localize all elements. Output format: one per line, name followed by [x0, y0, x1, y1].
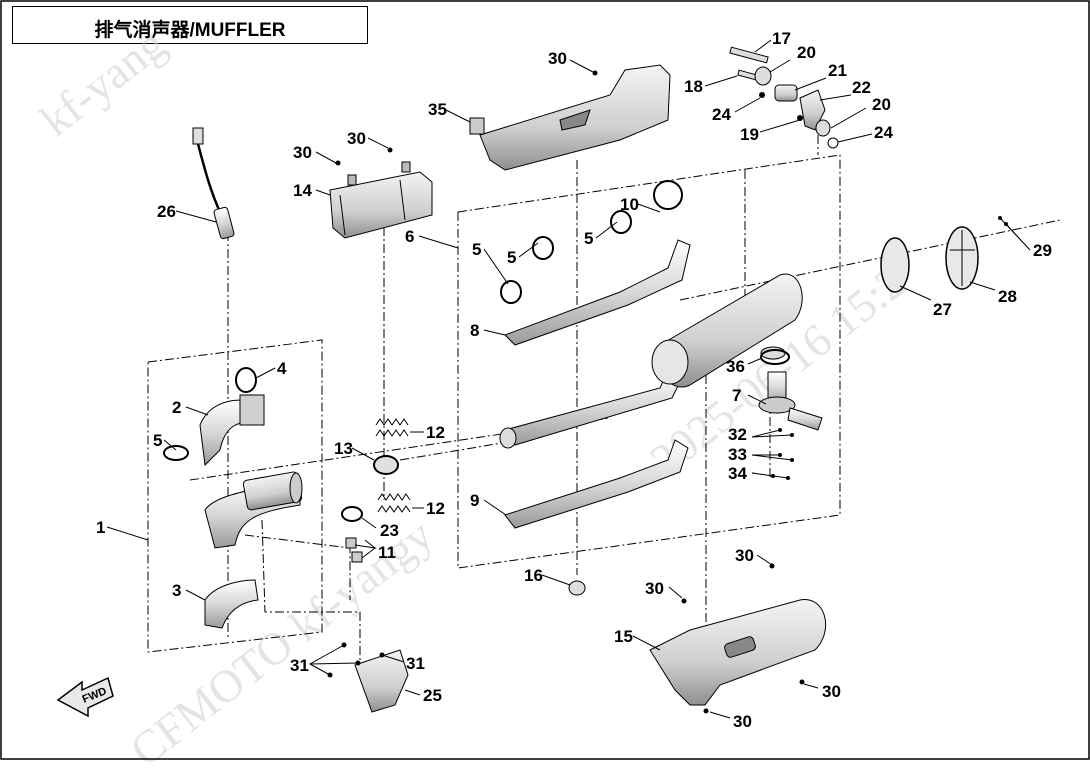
muffler-body: [651, 273, 823, 431]
exploded-view: FWD: [0, 0, 1090, 760]
callout-30-a: 30: [548, 49, 567, 68]
callout-31-left: 31: [290, 656, 309, 675]
rubber-grommet: [568, 580, 586, 596]
rear-header-elbow: [204, 579, 259, 629]
callout-labels: 1 2 3 4 5 5 5 5 6 7 8 9 10 11 12 12 13 1…: [96, 29, 1052, 731]
callout-23: 23: [380, 521, 399, 540]
heat-shield-muffler: [649, 599, 827, 706]
upper-link-pipe: [504, 239, 691, 346]
callout-5-header: 5: [153, 431, 162, 450]
callout-8: 8: [470, 321, 479, 340]
forward-direction-arrow: FWD: [56, 676, 114, 718]
callout-12-top: 12: [426, 423, 445, 442]
callout-5-b: 5: [507, 248, 516, 267]
end-cap-inner: [880, 237, 910, 293]
callout-32: 32: [728, 425, 747, 444]
callout-31-right: 31: [406, 654, 425, 673]
callout-22: 22: [852, 78, 871, 97]
callout-20-top: 20: [797, 43, 816, 62]
callout-30-c: 30: [347, 129, 366, 148]
callout-18: 18: [684, 77, 703, 96]
callout-2: 2: [172, 398, 181, 417]
callout-1: 1: [96, 518, 105, 537]
lower-link-pipe: [504, 439, 689, 529]
pipe-rings: [500, 180, 683, 304]
group-box-pipes: [457, 154, 841, 569]
callout-30-b: 30: [293, 143, 312, 162]
callout-21: 21: [828, 61, 847, 80]
callout-13: 13: [334, 439, 353, 458]
heat-shield-header: [329, 161, 433, 239]
seal-ring: [341, 506, 363, 522]
bushing-b: [351, 551, 363, 563]
diagram-title: 排气消声器/MUFFLER: [94, 20, 286, 41]
callout-17: 17: [772, 29, 791, 48]
oxygen-sensor: [192, 127, 235, 240]
callout-25: 25: [423, 686, 442, 705]
callout-3: 3: [172, 581, 181, 600]
callout-30-f: 30: [822, 682, 841, 701]
group-box-header-assembly: [147, 339, 323, 653]
callout-29: 29: [1033, 241, 1052, 260]
callout-6: 6: [405, 227, 414, 246]
exhaust-gasket: [373, 455, 399, 475]
callout-5-c: 5: [584, 229, 593, 248]
callout-5-a: 5: [472, 240, 481, 259]
main-exhaust-pipe: [504, 369, 683, 446]
callout-16: 16: [524, 566, 543, 585]
leader-lines: [106, 39, 1031, 719]
callout-30-g: 30: [733, 712, 752, 731]
callout-24-left: 24: [712, 105, 731, 124]
bushing-a: [345, 537, 357, 549]
callout-10: 10: [620, 195, 639, 214]
callout-20-right: 20: [872, 95, 891, 114]
callout-11: 11: [378, 543, 396, 562]
callout-35: 35: [428, 100, 447, 119]
callout-4: 4: [277, 359, 287, 378]
outlet-gasket: [760, 349, 790, 365]
callout-26: 26: [157, 202, 176, 221]
front-header-elbow: [163, 367, 265, 467]
callout-24-right: 24: [874, 123, 893, 142]
callout-9: 9: [470, 491, 479, 510]
callout-36: 36: [726, 357, 745, 376]
callout-12-bottom: 12: [426, 499, 445, 518]
callout-33: 33: [728, 445, 747, 464]
heat-shield-upper: [469, 64, 671, 171]
mount-bracket: [354, 649, 409, 713]
callout-30-d: 30: [645, 579, 664, 598]
header-collector: [204, 471, 303, 549]
callout-28: 28: [998, 287, 1017, 306]
callout-14: 14: [293, 181, 312, 200]
callout-27: 27: [933, 300, 952, 319]
muffler-mount-hardware: [729, 46, 839, 149]
callout-34: 34: [728, 464, 747, 483]
callout-30-e: 30: [735, 546, 754, 565]
callout-15: 15: [614, 627, 633, 646]
title-box: 排气消声器/MUFFLER: [12, 6, 368, 44]
springs: [375, 418, 411, 513]
callout-19: 19: [740, 125, 759, 144]
callout-7: 7: [732, 386, 741, 405]
